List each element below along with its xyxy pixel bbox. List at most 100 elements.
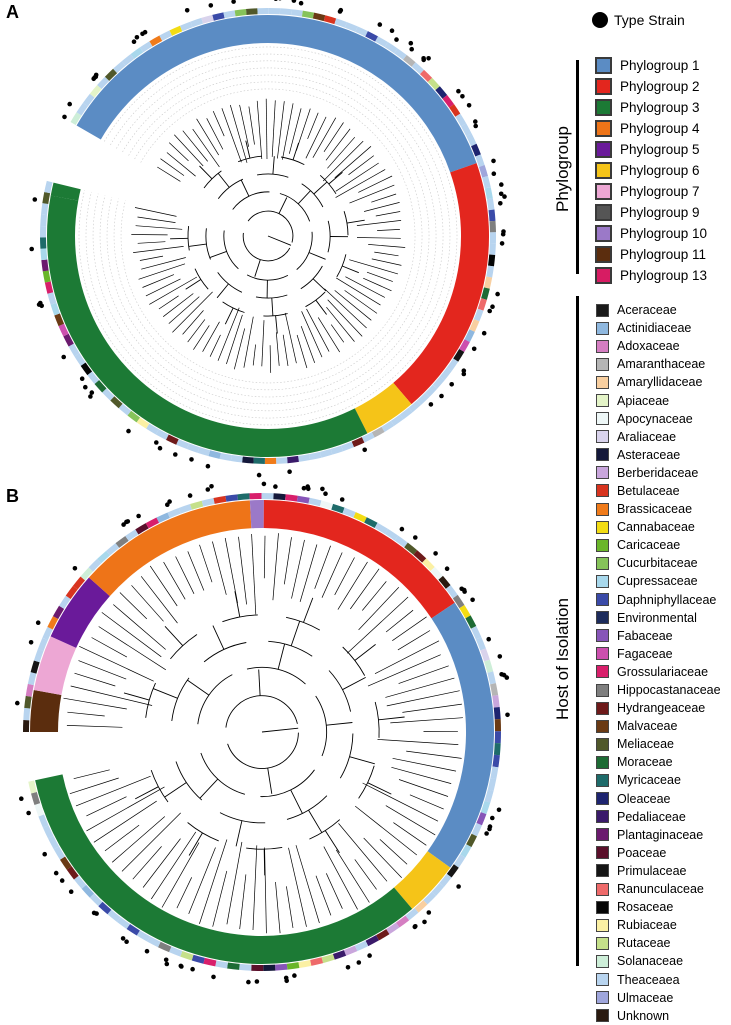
branch — [292, 540, 305, 599]
legend-label: Meliaceae — [617, 737, 674, 751]
branch — [291, 621, 300, 646]
branch-arc — [263, 314, 287, 316]
branch — [390, 718, 463, 723]
host-arc — [231, 458, 242, 460]
branch — [218, 173, 229, 187]
type-strain-dot — [362, 448, 367, 453]
branch — [326, 723, 352, 726]
branch — [138, 217, 176, 223]
panel-label-a: A — [6, 2, 19, 23]
host-arc — [493, 221, 494, 232]
type-strain-dot — [62, 115, 67, 120]
color-swatch-icon — [596, 720, 609, 733]
host-arc — [50, 293, 53, 304]
branch — [197, 119, 219, 155]
branch — [282, 103, 293, 159]
host-legend-item: Plantaginaceae — [596, 826, 721, 844]
branch-arc — [248, 211, 293, 242]
host-arc — [456, 351, 462, 361]
root-branch — [262, 728, 298, 732]
host-arc — [83, 364, 90, 373]
branch — [364, 202, 400, 211]
branch — [372, 259, 402, 266]
color-swatch-icon — [596, 828, 609, 841]
color-swatch-icon — [596, 864, 609, 877]
branch — [172, 292, 212, 333]
branch-arc — [243, 233, 290, 261]
branch — [164, 562, 186, 599]
host-legend-item: Apocynaceae — [596, 410, 721, 428]
branch — [75, 673, 116, 686]
legend-label: Phylogroup 10 — [620, 226, 707, 241]
branch-arc — [223, 302, 245, 313]
phylogroup-arc — [48, 642, 64, 692]
host-arc — [474, 145, 478, 155]
host-arc — [77, 355, 83, 364]
branch — [266, 99, 267, 159]
branch — [314, 182, 327, 194]
host-arc — [54, 304, 58, 315]
legend-label: Fagaceae — [617, 647, 673, 661]
legend-label: Hippocastanaceae — [617, 683, 721, 697]
host-legend-item: Asteraceae — [596, 446, 721, 464]
type-strain-dot — [209, 3, 214, 8]
branch — [272, 100, 275, 156]
host-arc — [34, 793, 37, 804]
host-arc — [490, 199, 492, 210]
color-swatch-icon — [596, 991, 609, 1004]
branch-arc — [195, 269, 208, 290]
type-strain-dot — [460, 94, 465, 99]
host-arc — [345, 948, 356, 953]
type-strain-dot — [165, 962, 170, 967]
host-arc — [62, 597, 69, 607]
branch — [393, 758, 456, 771]
host-arc — [167, 437, 177, 442]
branch — [136, 226, 183, 230]
branch — [150, 566, 177, 606]
branch — [328, 300, 363, 337]
branch — [357, 220, 401, 225]
color-swatch-icon — [596, 466, 609, 479]
branch — [338, 562, 368, 610]
branch-arc — [320, 175, 336, 194]
host-legend-item: Meliaceae — [596, 735, 721, 753]
legend-label: Cucurbitaceae — [617, 556, 698, 570]
host-legend-item: Solanaceae — [596, 952, 721, 970]
branch — [342, 677, 365, 689]
branch — [283, 335, 288, 366]
host-arc — [170, 949, 181, 953]
type-strain-dot — [346, 965, 351, 970]
host-arc — [31, 781, 34, 793]
branch — [298, 191, 310, 204]
host-arc — [332, 448, 343, 451]
branch — [362, 581, 386, 610]
host-arc — [56, 607, 62, 617]
host-legend-item: Poaceae — [596, 844, 721, 862]
host-arc — [138, 933, 148, 939]
type-strain-legend: Type Strain — [592, 12, 685, 28]
legend-label: Phylogroup 4 — [620, 121, 700, 136]
host-arc — [310, 455, 321, 457]
host-arc — [51, 837, 57, 848]
type-strain-dot — [462, 589, 467, 594]
type-strain-dot — [340, 497, 345, 502]
type-strain-dot — [390, 28, 395, 33]
host-legend-item: Hippocastanaceae — [596, 681, 721, 699]
branch — [92, 638, 127, 658]
branch — [336, 169, 386, 197]
branch — [133, 246, 184, 252]
branch-arc — [328, 221, 330, 252]
phylogroup-arc — [402, 168, 475, 394]
type-strain-dot — [69, 889, 74, 894]
phylogroup-arc — [361, 394, 402, 421]
host-arc — [377, 39, 387, 45]
host-legend-item: Araliaceae — [596, 428, 721, 446]
host-arc — [472, 320, 477, 330]
host-arc — [202, 18, 213, 21]
legend-label: Caricaceae — [617, 538, 680, 552]
color-swatch-icon — [595, 183, 612, 200]
host-arc — [61, 325, 66, 335]
branch — [235, 591, 240, 617]
host-arc — [297, 499, 309, 501]
branch — [279, 198, 287, 214]
